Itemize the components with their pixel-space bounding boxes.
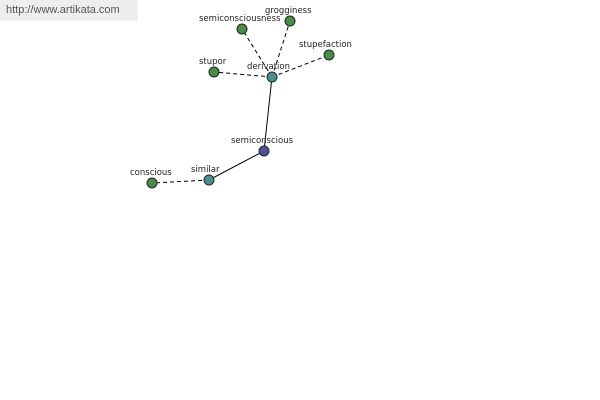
- node-grogginess[interactable]: [284, 15, 296, 27]
- source-link[interactable]: http://www.artikata.com: [0, 0, 138, 21]
- node-label-derivation[interactable]: derivation: [247, 62, 290, 72]
- node-label-conscious[interactable]: conscious: [130, 168, 172, 178]
- node-similar[interactable]: [203, 174, 215, 186]
- edges-layer: [151, 20, 330, 184]
- node-semiconscious[interactable]: [258, 145, 270, 157]
- edge-derivation-stupefaction: [271, 54, 330, 78]
- node-label-stupor[interactable]: stupor: [199, 57, 227, 67]
- node-stupor[interactable]: [208, 66, 220, 78]
- edge-derivation-stupor: [213, 71, 273, 78]
- node-label-semiconsciousness[interactable]: semiconsciousness: [199, 14, 281, 24]
- node-label-semiconscious[interactable]: semiconscious: [231, 136, 294, 146]
- edge-semiconscious-similar: [208, 150, 265, 181]
- node-derivation[interactable]: [266, 71, 278, 83]
- edge-derivation-grogginess: [271, 20, 291, 78]
- node-semiconsciousness[interactable]: [236, 23, 248, 35]
- node-label-stupefaction[interactable]: stupefaction: [299, 40, 352, 50]
- node-stupefaction[interactable]: [323, 49, 335, 61]
- nodes-layer: [146, 15, 335, 189]
- edge-semiconscious-derivation: [263, 76, 273, 152]
- node-label-similar[interactable]: similar: [191, 165, 220, 175]
- node-conscious[interactable]: [146, 177, 158, 189]
- edge-similar-conscious: [151, 179, 210, 184]
- edge-derivation-semiconsciousness: [241, 28, 273, 78]
- node-label-grogginess[interactable]: grogginess: [265, 6, 312, 16]
- labels-layer: semiconscious derivation similar conscious s…: [130, 6, 352, 178]
